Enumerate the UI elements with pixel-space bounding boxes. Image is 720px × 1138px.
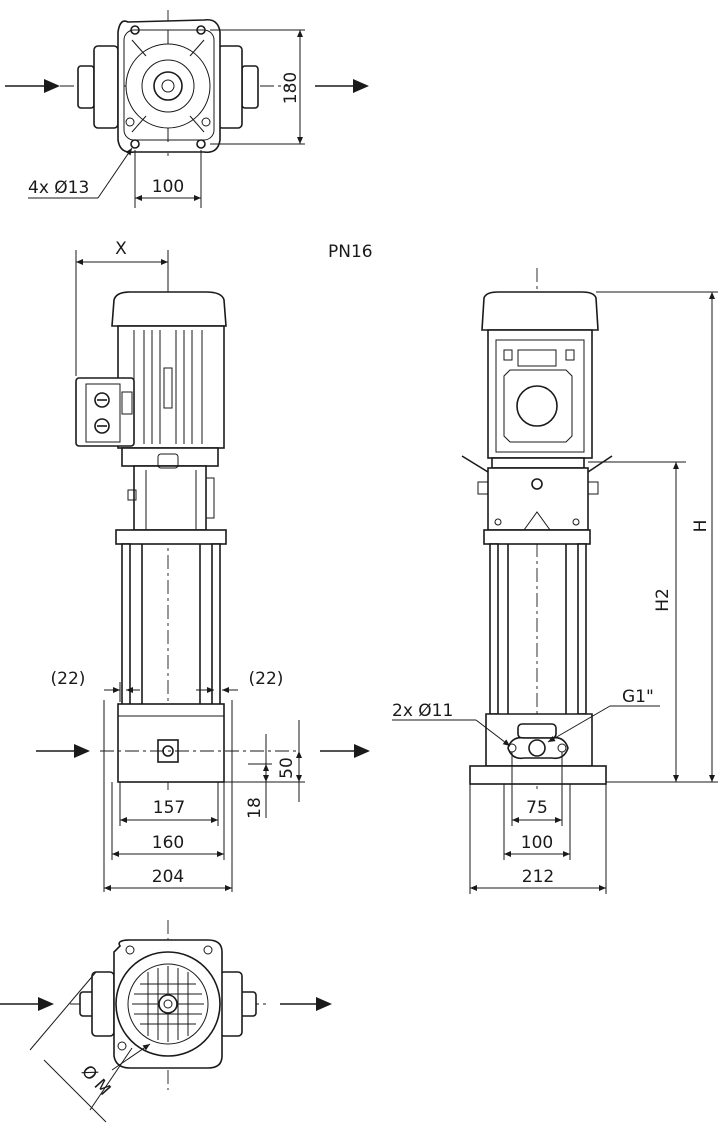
mounting-hole-markers xyxy=(125,25,211,149)
dim-180-label: 180 xyxy=(281,72,301,104)
outlet-arrow-top xyxy=(315,79,369,93)
inlet-arrow-bottom xyxy=(0,997,54,1011)
outlet-arrow-front xyxy=(320,744,370,758)
thread-label: G1" xyxy=(622,687,654,707)
dim-18-label: 18 xyxy=(245,797,265,819)
height-h2-label: H2 xyxy=(653,588,673,612)
dim-100-side-label: 100 xyxy=(521,833,553,853)
height-total-label: H xyxy=(691,520,711,533)
dim-212-label: 212 xyxy=(522,867,554,887)
dim-157-label: 157 xyxy=(153,798,185,818)
motor-diameter-label: Ø M xyxy=(77,1062,114,1100)
dim-204-label: 204 xyxy=(152,867,184,887)
bottom-plan-view: Ø M xyxy=(0,920,332,1123)
dim-50-label: 50 xyxy=(277,757,297,779)
inlet-arrow-front xyxy=(36,744,90,758)
flange-holes-label: 2x Ø11 xyxy=(392,701,453,721)
pressure-class-label: PN16 xyxy=(328,242,373,262)
fan-cover-grid xyxy=(132,966,204,1042)
dim-75-label: 75 xyxy=(526,798,548,818)
dim-100-top-label: 100 xyxy=(152,177,184,197)
dim-22-left-label: (22) xyxy=(51,669,86,689)
motor-offset-label: X xyxy=(115,239,127,259)
front-elevation-view: X PN16 xyxy=(36,239,373,892)
outlet-arrow-bottom xyxy=(280,997,332,1011)
dim-160-label: 160 xyxy=(152,833,184,853)
inlet-arrow-top xyxy=(5,79,60,93)
side-elevation-view: H H2 2x Ø11 G1" 75 100 212 xyxy=(392,268,718,894)
top-plan-view: 180 100 4x Ø13 xyxy=(5,10,369,208)
mounting-holes-label: 4x Ø13 xyxy=(28,178,89,198)
dim-22-right-label: (22) xyxy=(249,669,284,689)
